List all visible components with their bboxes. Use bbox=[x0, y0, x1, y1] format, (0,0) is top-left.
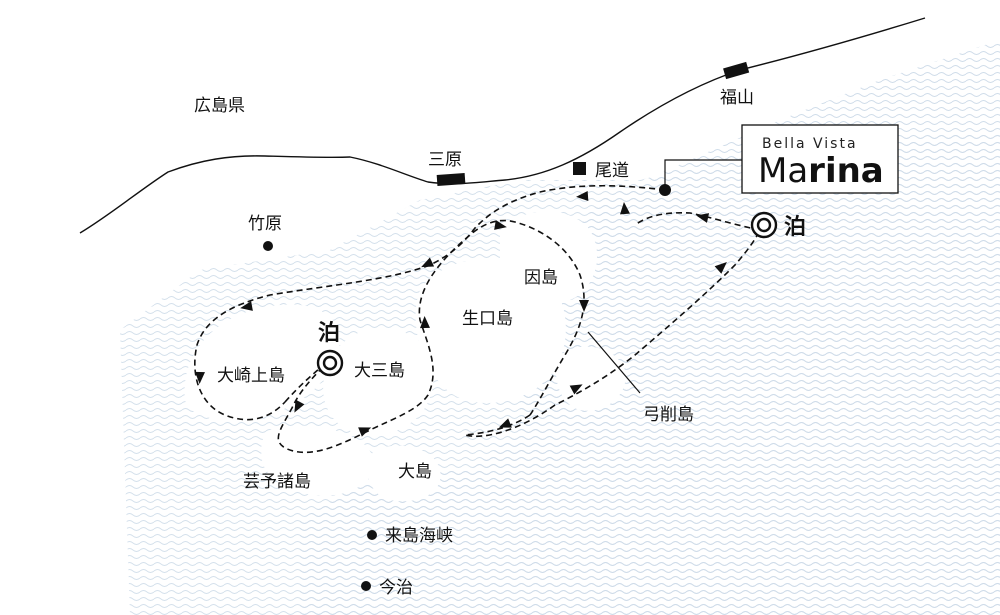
brand-line2-b: rina bbox=[808, 151, 884, 191]
label-fukuyama: 福山 bbox=[720, 88, 754, 108]
label-geiyo: 芸予諸島 bbox=[243, 472, 311, 492]
stay-west-marker-icon bbox=[316, 349, 344, 377]
label-yugeshima: 弓削島 bbox=[643, 405, 694, 425]
label-oshima: 大島 bbox=[398, 462, 432, 482]
label-stay-west: 泊 bbox=[318, 321, 340, 346]
label-prefecture: 広島県 bbox=[194, 96, 245, 116]
onomichi-square-icon bbox=[573, 162, 586, 175]
label-imabari: 今治 bbox=[379, 578, 413, 598]
islands bbox=[184, 211, 626, 502]
label-kurushima: 来島海峡 bbox=[385, 526, 453, 546]
station-mihara-marker bbox=[436, 173, 466, 186]
label-mihara: 三原 bbox=[428, 150, 462, 170]
imabari-dot-icon bbox=[361, 581, 371, 591]
kurushima-dot-icon bbox=[367, 530, 377, 540]
label-innoshima: 因島 bbox=[524, 268, 558, 288]
takehara-dot-icon bbox=[263, 241, 273, 251]
marina-leader-line bbox=[664, 159, 742, 190]
cruise-route bbox=[194, 184, 761, 454]
label-stay-east: 泊 bbox=[784, 215, 806, 240]
brand-line2: Marina bbox=[758, 151, 884, 191]
label-omishima: 大三島 bbox=[354, 361, 405, 381]
brand-line2-a: Ma bbox=[758, 151, 808, 191]
label-osakikamijima: 大崎上島 bbox=[217, 366, 285, 386]
station-fukuyama-marker bbox=[723, 61, 750, 80]
brand-line1: Bella Vista bbox=[762, 136, 858, 152]
label-onomichi: 尾道 bbox=[595, 161, 629, 181]
yugeshima-leader-line bbox=[587, 331, 641, 394]
label-takehara: 竹原 bbox=[248, 214, 282, 234]
marina-point-marker bbox=[659, 184, 671, 196]
stay-east-marker-icon bbox=[750, 211, 778, 239]
label-ikuchijima: 生口島 bbox=[462, 309, 513, 329]
brand-logo-box: Bella Vista Marina bbox=[741, 124, 899, 194]
route-arrows bbox=[195, 191, 727, 437]
